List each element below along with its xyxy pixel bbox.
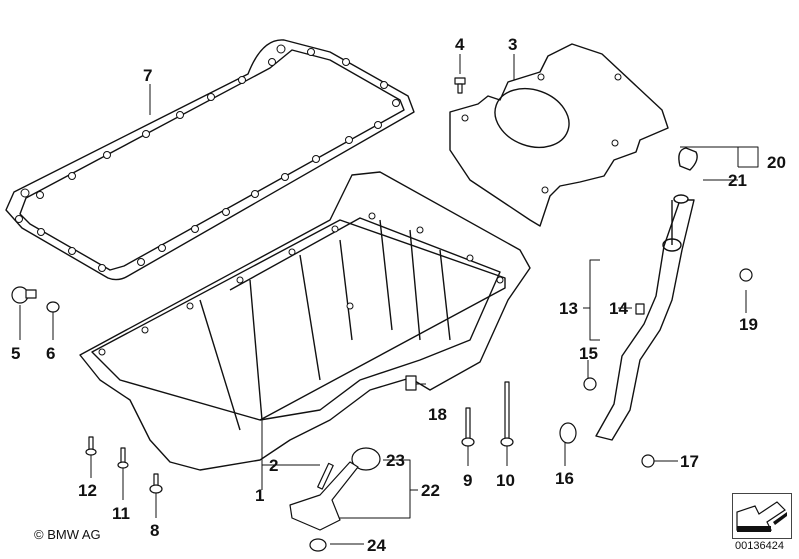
bolt-part-19 xyxy=(739,268,753,282)
oil-pan-part xyxy=(79,171,531,471)
callout-20: 20 xyxy=(767,153,786,172)
bolt-part-4 xyxy=(454,77,466,94)
bolt-part-9 xyxy=(461,407,475,447)
dipstick-tube-part xyxy=(595,147,698,441)
clip-part-15 xyxy=(583,377,597,391)
washer-part-6 xyxy=(46,301,60,313)
callout-11: 11 xyxy=(112,504,130,523)
bolt-part-12 xyxy=(85,436,97,456)
navigation-arrow-button[interactable] xyxy=(732,493,792,539)
o-ring-part-23 xyxy=(351,447,381,471)
bolt-part-17 xyxy=(641,454,655,468)
callout-4: 4 xyxy=(455,35,465,54)
bolt-part-10 xyxy=(500,381,514,447)
callout-7: 7 xyxy=(143,66,153,85)
bolt-part-11 xyxy=(117,447,129,469)
callout-1: 1 xyxy=(255,486,265,505)
callout-12: 12 xyxy=(78,481,97,500)
callout-15: 15 xyxy=(579,344,598,363)
gasket-part xyxy=(5,39,415,281)
callout-8: 8 xyxy=(150,521,160,540)
bolt-part-8 xyxy=(149,473,163,494)
callout-18: 18 xyxy=(428,405,447,424)
callout-23: 23 xyxy=(386,451,405,470)
callout-24: 24 xyxy=(367,536,386,555)
callout-16: 16 xyxy=(555,469,574,488)
diagram-part-number: 00136424 xyxy=(735,540,784,552)
clip-part-14 xyxy=(635,303,645,315)
callout-10: 10 xyxy=(496,471,515,490)
callout-2: 2 xyxy=(269,456,279,475)
callout-13: 13 xyxy=(559,299,578,318)
leader-lines xyxy=(19,54,759,545)
nut-part-24 xyxy=(309,538,327,552)
callout-9: 9 xyxy=(463,471,473,490)
callout-14: 14 xyxy=(609,299,628,318)
callout-5: 5 xyxy=(11,344,21,363)
sensor-part-22 xyxy=(289,461,359,531)
copyright-text: © BMW AG xyxy=(34,527,101,542)
o-ring-part-16 xyxy=(559,422,577,444)
callout-3: 3 xyxy=(508,35,518,54)
callout-17: 17 xyxy=(680,452,699,471)
drain-plug-part-5 xyxy=(11,286,37,304)
callout-21: 21 xyxy=(728,171,747,190)
clip-nut-part-18 xyxy=(405,375,417,391)
callout-6: 6 xyxy=(46,344,56,363)
cover-plate-part xyxy=(449,43,669,227)
callout-22: 22 xyxy=(421,481,440,500)
arrow-down-left-icon xyxy=(736,501,787,532)
callout-19: 19 xyxy=(739,315,758,334)
